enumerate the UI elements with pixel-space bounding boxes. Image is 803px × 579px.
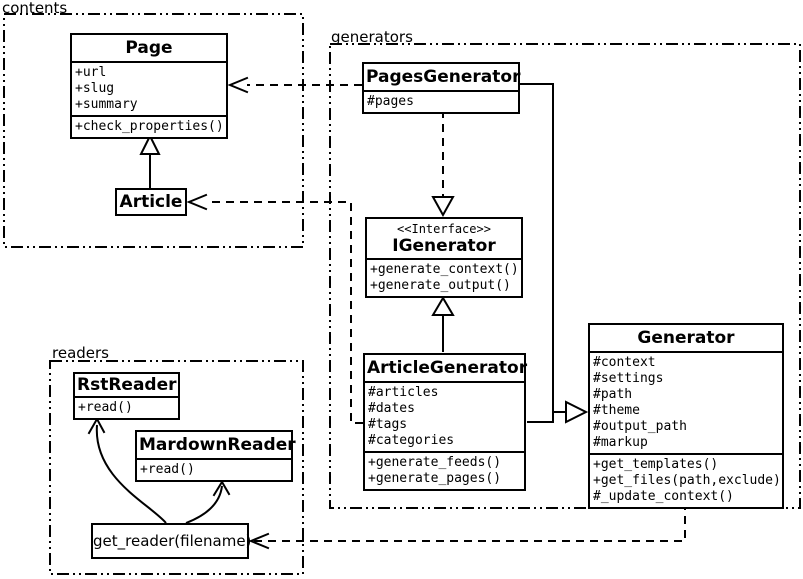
attribute: +slug <box>75 81 115 96</box>
triangle-arrowhead-generator-left <box>565 400 589 424</box>
package-label-contents: contents <box>2 0 68 17</box>
class-name-rstreader: RstReader <box>75 374 178 398</box>
package-contents-border <box>3 13 304 248</box>
open-arrowhead-article <box>186 193 208 211</box>
interface-stereotype: <<Interface>> <box>397 222 491 236</box>
dependency-generator-getreader <box>253 502 686 542</box>
method: +get_templates() <box>593 457 719 472</box>
page-attributes: +url +slug +summary <box>72 63 226 117</box>
attribute: #pages <box>367 94 414 109</box>
class-name-articlegenerator: ArticleGenerator <box>365 355 527 383</box>
package-label-readers: readers <box>52 344 109 362</box>
page-methods: +check_properties() <box>72 117 226 137</box>
method: +generate_output() <box>370 278 511 293</box>
method: +generate_pages() <box>368 471 502 486</box>
method: #_update_context() <box>593 489 734 504</box>
package-readers-border <box>49 360 304 575</box>
method: +read() <box>78 400 133 415</box>
pagesgenerator-attributes: #pages <box>364 92 518 112</box>
arrow-getreader-rstreader <box>95 424 167 524</box>
class-name-mardownreader: MardownReader <box>137 432 296 460</box>
articlegenerator-attributes: #articles #dates #tags #categories <box>365 383 524 453</box>
attribute: #theme <box>593 403 640 418</box>
igenerator-methods: +generate_context() +generate_output() <box>367 260 521 296</box>
class-name-igenerator: IGenerator <box>392 236 496 256</box>
class-box-mardownreader: MardownReader +read() <box>135 430 296 482</box>
arrow-getreader-mardownreader <box>185 485 223 524</box>
class-box-page: Page +url +slug +summary +check_properti… <box>70 33 228 139</box>
open-arrowhead-getreader <box>248 532 270 550</box>
attribute: #path <box>593 387 633 402</box>
method: +read() <box>140 462 195 477</box>
attribute: #output_path <box>593 419 687 434</box>
open-arrowhead-mardownreader <box>212 480 231 497</box>
attribute: #tags <box>368 417 408 432</box>
class-name-generator: Generator <box>590 325 782 353</box>
generator-methods: +get_templates() +get_files(path,exclude… <box>590 455 782 507</box>
attribute: #categories <box>368 433 455 448</box>
attribute: #settings <box>593 371 664 386</box>
attribute: #dates <box>368 401 415 416</box>
attribute: #context <box>593 355 656 370</box>
class-box-articlegenerator: ArticleGenerator #articles #dates #tags … <box>363 353 527 491</box>
class-box-article: Article <box>115 188 187 216</box>
class-box-rstreader: RstReader +read() <box>73 372 180 420</box>
method: +get_files(path,exclude) <box>593 473 781 488</box>
method: +check_properties() <box>75 119 224 134</box>
generator-attributes: #context #settings #path #theme #output_… <box>590 353 782 455</box>
method: +generate_feeds() <box>368 455 502 470</box>
class-name-article: Article <box>119 192 183 212</box>
articlegenerator-methods: +generate_feeds() +generate_pages() <box>365 453 524 489</box>
attribute: +summary <box>75 97 138 112</box>
dependency-articlegenerator-article <box>207 201 363 424</box>
rstreader-methods: +read() <box>75 398 178 418</box>
igenerator-header: <<Interface>> IGenerator <box>367 219 521 260</box>
mardownreader-methods: +read() <box>137 460 291 480</box>
open-arrowhead-page <box>227 76 249 94</box>
method: +generate_context() <box>370 262 519 277</box>
triangle-arrowhead-page-bottom <box>139 133 161 155</box>
triangle-arrowhead-igenerator-top <box>431 196 455 218</box>
attribute: #markup <box>593 435 648 450</box>
package-label-generators: generators <box>331 28 413 46</box>
class-box-pagesgenerator: PagesGenerator #pages <box>362 62 520 114</box>
attribute: +url <box>75 65 107 80</box>
class-name-pagesgenerator: PagesGenerator <box>364 64 520 92</box>
class-box-generator: Generator #context #settings #path #them… <box>588 323 784 509</box>
triangle-arrowhead-igenerator-bottom <box>431 296 455 316</box>
inheritance-articlegenerator-generator <box>527 412 554 423</box>
attribute: #articles <box>368 385 439 400</box>
class-name-page: Page <box>72 35 226 63</box>
get-reader-box: get_reader(filename) <box>91 523 251 559</box>
class-box-igenerator: <<Interface>> IGenerator +generate_conte… <box>365 217 523 298</box>
inheritance-pagesgenerator-generator <box>520 83 566 413</box>
package-generators-border <box>329 43 801 509</box>
